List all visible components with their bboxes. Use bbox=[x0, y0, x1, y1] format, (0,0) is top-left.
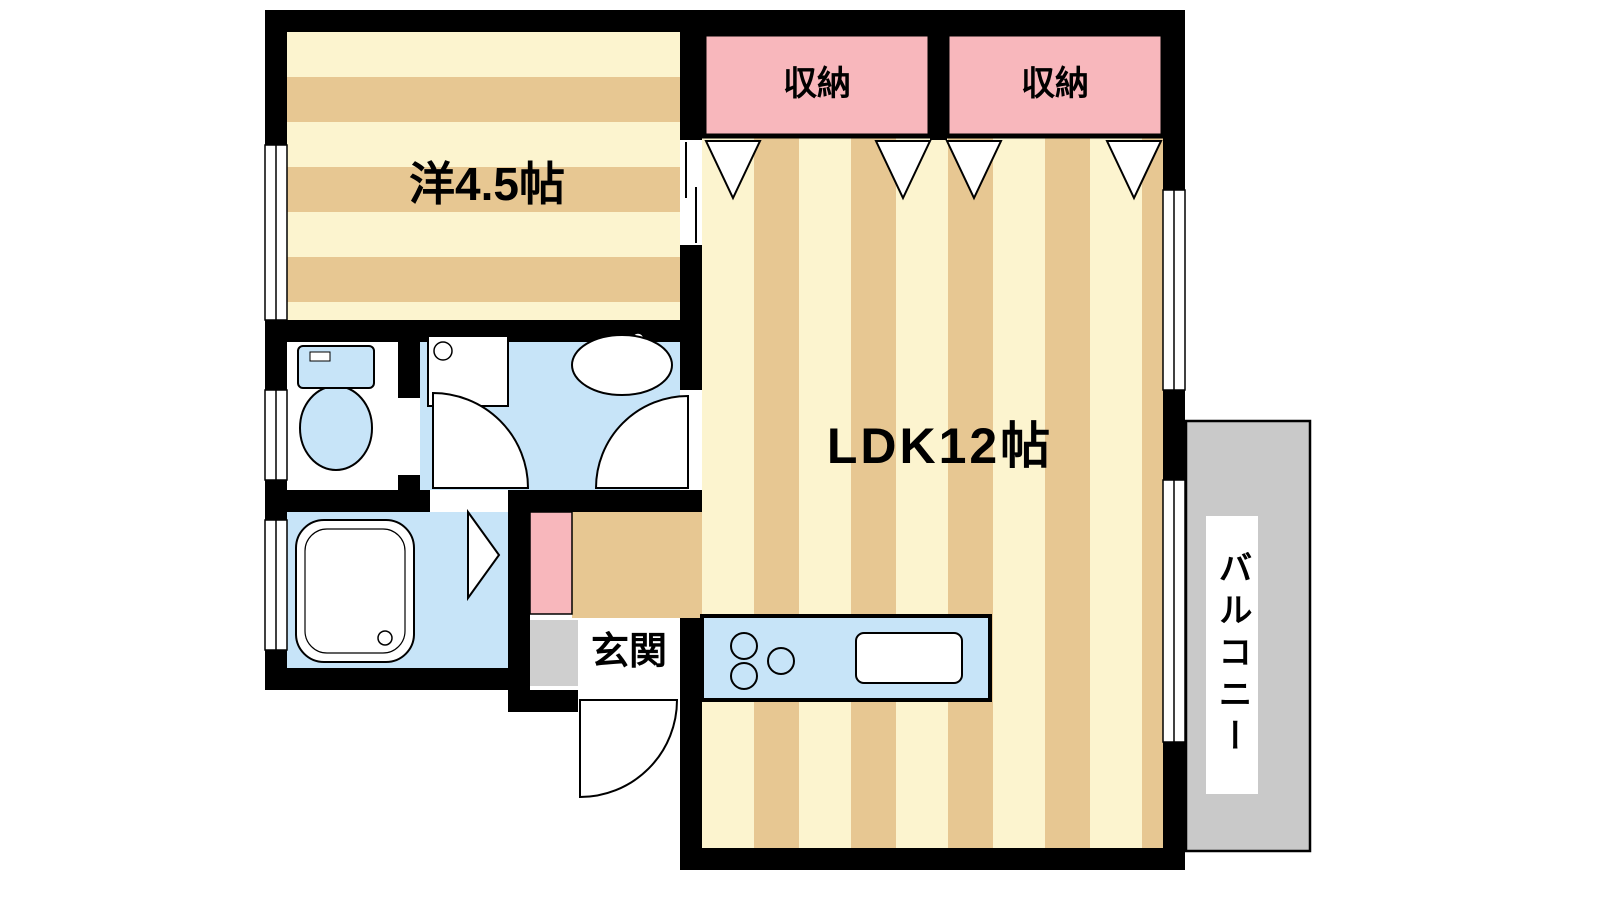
toilet-bowl-icon bbox=[299, 385, 373, 471]
kitchen-sink-icon bbox=[855, 632, 963, 684]
balcony-label: バルコニー bbox=[1213, 550, 1251, 760]
ldk-floor bbox=[702, 136, 1163, 848]
bathtub-inner-rim bbox=[304, 528, 406, 654]
balcony-label-plate bbox=[1206, 516, 1258, 794]
closet-door-triangle bbox=[704, 140, 762, 201]
bathtub-drain-icon bbox=[377, 630, 393, 646]
closet-door-triangle bbox=[1105, 140, 1163, 201]
closet-left-label: 収納 bbox=[783, 65, 851, 103]
closet-door-triangle bbox=[874, 140, 932, 201]
closet-right-label: 収納 bbox=[1021, 65, 1089, 103]
toilet-flush-button-icon bbox=[309, 351, 331, 362]
toilet-tank-icon bbox=[297, 345, 375, 389]
bathtub-icon bbox=[295, 519, 415, 663]
washer-drain-icon bbox=[433, 341, 453, 361]
entrance-label: 玄関 bbox=[590, 631, 668, 673]
closet-right bbox=[944, 31, 1166, 139]
shoe-cabinet bbox=[529, 511, 573, 615]
bathroom-door-arc bbox=[432, 391, 530, 489]
ldk-label: LDK12帖 bbox=[826, 418, 1054, 474]
entrance-door-arc bbox=[579, 699, 679, 799]
bathroom-folding-door bbox=[467, 508, 501, 602]
sink-basin-icon bbox=[571, 334, 673, 396]
washroom-door-arc bbox=[594, 394, 689, 489]
closet-left bbox=[701, 31, 933, 139]
sliding-door-opening bbox=[680, 140, 702, 245]
entrance-step-mat bbox=[530, 620, 578, 686]
western-room-label: 洋4.5帖 bbox=[409, 158, 565, 210]
closet-door-triangle bbox=[945, 140, 1003, 201]
western-room-floor bbox=[287, 32, 680, 320]
stove-burner-icon bbox=[730, 662, 758, 690]
stove-burner-icon bbox=[767, 647, 795, 675]
entrance-hall-floor bbox=[572, 512, 702, 618]
stove-burner-icon bbox=[730, 632, 758, 660]
